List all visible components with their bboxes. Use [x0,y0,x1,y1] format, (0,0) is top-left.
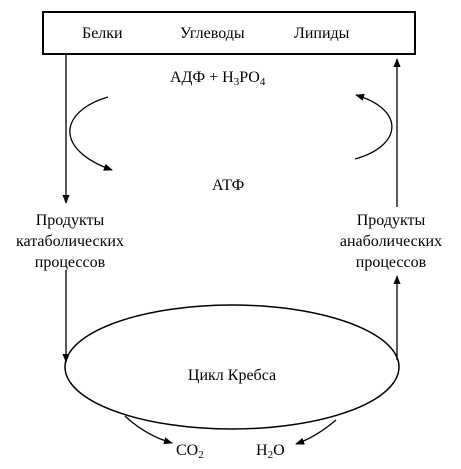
krebs-cycle-ellipse [64,304,400,430]
atp-label: АТФ [212,177,245,194]
box-item-lipids: Липиды [294,25,350,42]
catabolic-products-line-1: Продукты [35,212,105,229]
catabolic-products-line-3: процессов [34,254,106,271]
curved-arrow-right [354,93,393,160]
krebs-cycle-label: Цикл Кребса [187,367,277,384]
box-item-proteins: Белки [82,25,123,42]
curved-arrow-left [69,96,113,171]
h2o-label: Н2О [256,442,285,461]
anabolic-products-line-3: процессов [355,254,427,271]
arrow-to-h2o [295,419,337,445]
box-item-carbohydrates: Углеводы [180,25,245,42]
macromolecules-box [42,11,416,55]
co2-label: СО2 [176,442,204,461]
catabolic-products-line-2: катаболических [16,233,124,250]
adp-label: АДФ + Н3РО4 [170,69,266,88]
anabolic-products-line-2: анаболических [339,233,443,250]
arrow-to-co2 [124,415,173,445]
anabolic-products-line-1: Продукты [356,212,426,229]
